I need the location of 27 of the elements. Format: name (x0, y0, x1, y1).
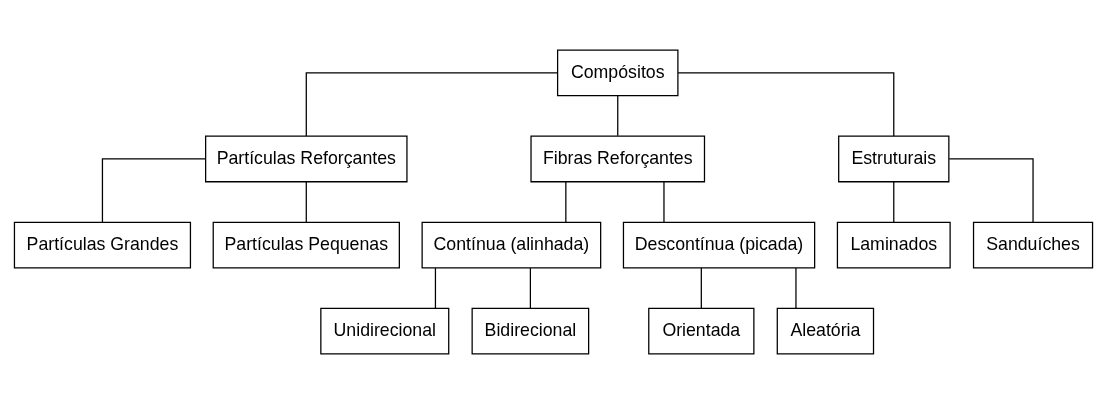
node-box: Fibras Reforçantes (530, 135, 706, 182)
node-box: Unidirecional (320, 307, 450, 355)
connector (565, 180, 567, 223)
connector (677, 71, 895, 136)
node-box: Compósitos (556, 48, 679, 96)
node-box: Sanduíches (972, 221, 1094, 268)
node-box: Bidirecional (471, 307, 590, 355)
connector (617, 94, 619, 136)
connector (101, 157, 207, 223)
node-box: Descontínua (picada) (622, 221, 816, 268)
connector (434, 267, 437, 309)
connector (893, 180, 895, 223)
connector (305, 71, 558, 136)
node-box: Orientada (648, 307, 755, 355)
node-box: Partículas Pequenas (212, 221, 400, 268)
connector (305, 180, 307, 223)
connector (700, 267, 702, 309)
node-box: Aleatória (776, 307, 875, 355)
connector (529, 267, 532, 309)
connector (663, 180, 665, 223)
node-box: Estruturais (838, 135, 950, 182)
node-box: Contínua (alinhada) (421, 221, 602, 268)
node-box: Laminados (836, 221, 951, 268)
node-box: Partículas Reforçantes (205, 135, 408, 182)
node-box: Partículas Grandes (13, 221, 192, 268)
connector (948, 157, 1034, 223)
connector (795, 267, 797, 309)
